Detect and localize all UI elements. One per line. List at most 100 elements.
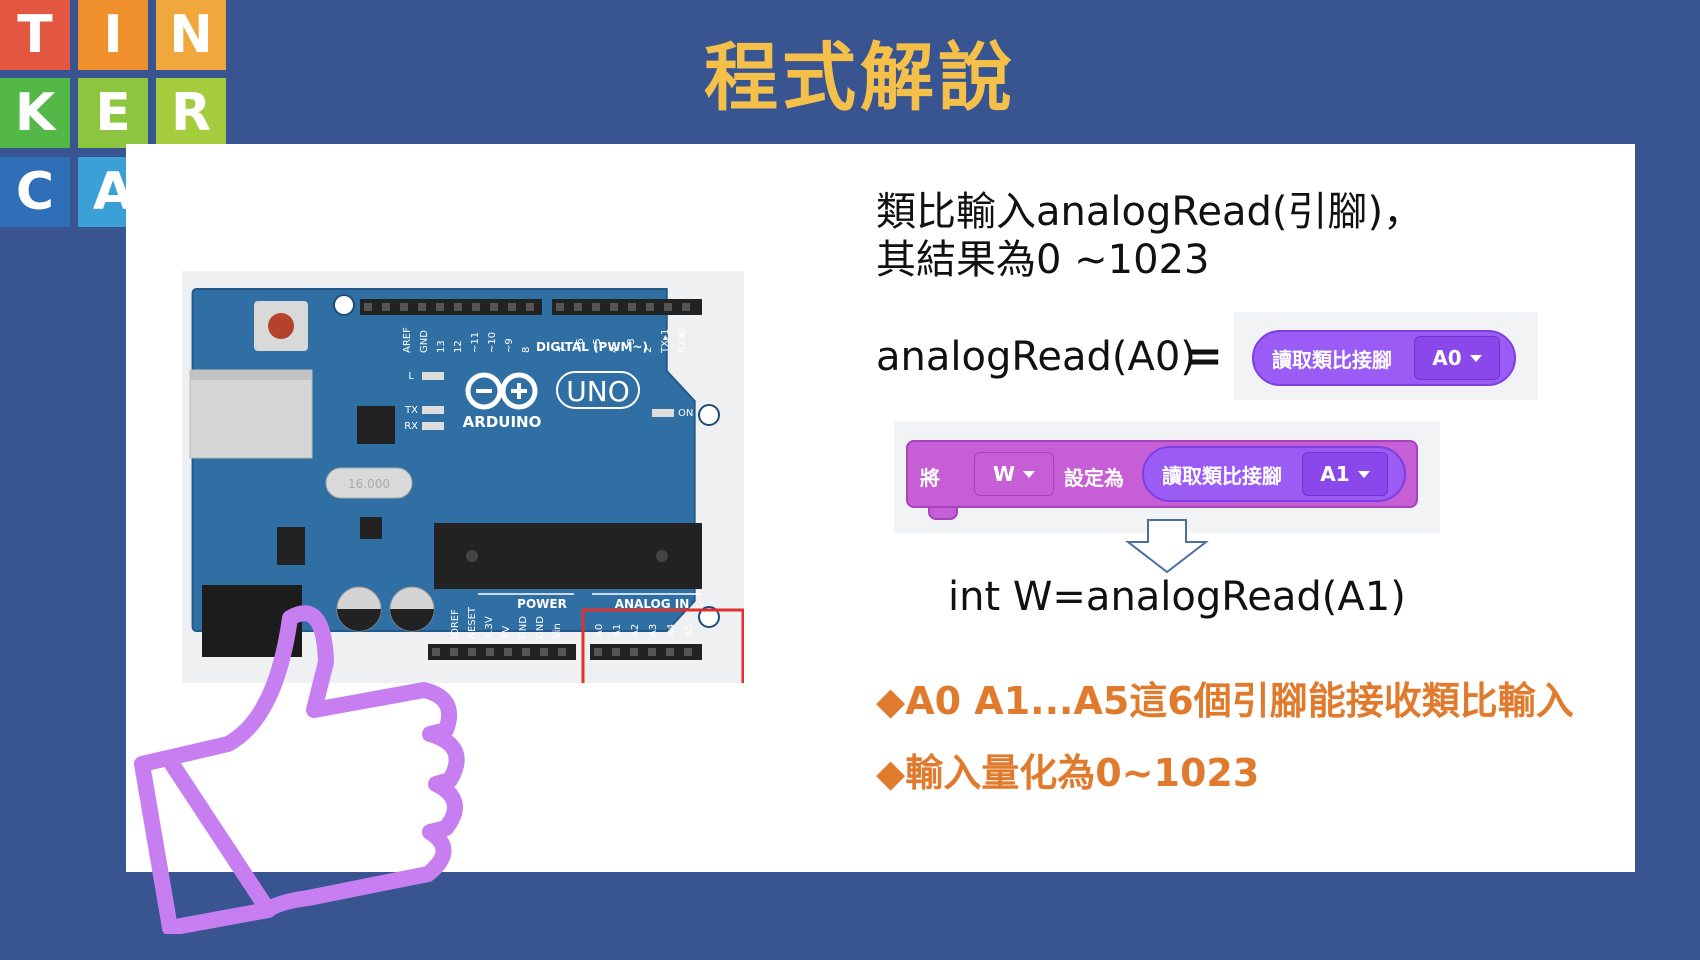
set-label: 將 <box>920 466 940 490</box>
analog-pin-label: A0 <box>594 624 605 637</box>
digital-pin-label: ~6 <box>575 338 586 353</box>
header-pin-hole <box>592 303 600 311</box>
header-pin-hole <box>468 648 476 656</box>
led-tx-label: TX <box>404 405 418 416</box>
logo-letter-r-5: R <box>156 78 226 148</box>
arduino-infinity-icon <box>465 372 538 410</box>
digital-pin-label: 7 <box>558 347 569 353</box>
analog-pin-label: A2 <box>630 624 641 637</box>
analog-header-label: ANALOG IN <box>615 597 690 611</box>
analog-pin-label: A3 <box>648 624 659 637</box>
analog-pin-label: A5 <box>684 624 695 637</box>
header-pin-hole <box>472 303 480 311</box>
header-pin-hole <box>432 648 440 656</box>
header-pin-hole <box>508 303 516 311</box>
thumbs-up-icon <box>134 605 465 934</box>
analog-pin-label: A4 <box>666 624 677 637</box>
header-pin-hole <box>486 648 494 656</box>
header-pin-hole <box>418 303 426 311</box>
digital-pin-label: RX◂0 <box>677 328 688 353</box>
power-pin-label: 3.3V <box>484 616 495 639</box>
header-pin-hole <box>630 648 638 656</box>
header-pin-hole <box>664 303 672 311</box>
led-l-label: L <box>408 371 414 382</box>
header-pin-hole <box>400 303 408 311</box>
header-pin-hole <box>628 303 636 311</box>
pin-dropdown-a0[interactable]: A0 <box>1414 336 1500 380</box>
analog-pins-highlight <box>581 608 744 683</box>
dropdown-caret-icon <box>1469 354 1482 362</box>
header-pin-hole <box>574 303 582 311</box>
digital-pin-label: 4 <box>609 347 620 353</box>
block-notch <box>928 508 958 520</box>
code-line: int W=analogRead(A1) <box>948 574 1406 620</box>
equation-left-text: analogRead(A0) <box>876 334 1196 380</box>
power-pin-label: RESET <box>467 606 478 639</box>
pin-dropdown-value: A0 <box>1432 346 1462 370</box>
bullet-item-2: ◆輸入量化為0~1023 <box>876 751 1260 795</box>
bullet-item-1: ◆A0 A1...A5這6個引腳能接收類比輸入 <box>876 679 1574 723</box>
pin-dropdown-a1[interactable]: A1 <box>1302 452 1388 496</box>
header-pin-hole <box>646 303 654 311</box>
pin-dropdown-value-a1: A1 <box>1320 462 1350 486</box>
header-pin-hole <box>450 648 458 656</box>
digital-pin-label: ~3 <box>626 338 637 353</box>
header-pin-hole <box>522 648 530 656</box>
logo-letter-e-4: E <box>78 78 148 148</box>
header-pin-hole <box>364 303 372 311</box>
header-pin-hole <box>682 303 690 311</box>
header-pin-hole <box>382 303 390 311</box>
led-rx-label: RX <box>404 421 418 432</box>
digital-pin-label: GND <box>419 330 430 353</box>
read-analog-pin-label-nested: 讀取類比接腳 <box>1162 463 1282 488</box>
digital-pin-label: ~11 <box>470 332 481 353</box>
digital-header-label: DIGITAL (PWM~) <box>536 340 648 354</box>
logo-letter-i-1: I <box>78 0 148 70</box>
header-pin-hole <box>594 648 602 656</box>
digital-pin-label: ~5 <box>592 338 603 353</box>
equation-sign: = <box>1186 331 1223 382</box>
power-pin-label: GND <box>518 616 529 639</box>
header-pin-hole <box>610 303 618 311</box>
logo-letter-c-6: C <box>0 157 70 227</box>
header-pin-hole <box>558 648 566 656</box>
uno-model-text: UNO <box>566 375 629 408</box>
crystal-label: 16.000 <box>348 477 390 491</box>
header-pin-hole <box>556 303 564 311</box>
power-pin-label: 5V <box>501 626 512 639</box>
digital-pin-label: 12 <box>453 340 464 353</box>
dropdown-caret-icon <box>1357 470 1370 478</box>
analog-pin-label: A1 <box>612 624 623 637</box>
power-header-label: POWER <box>517 597 567 611</box>
description-text: 類比輸入analogRead(引腳)， 其結果為0 ~1023 <box>876 188 1436 284</box>
digital-pin-label: ~10 <box>487 332 498 353</box>
power-pin-label: GND <box>535 616 546 639</box>
header-pin-hole <box>490 303 498 311</box>
logo-letter-t-0: T <box>0 0 70 70</box>
header-pin-hole <box>648 648 656 656</box>
variable-dropdown[interactable]: W <box>974 452 1054 496</box>
header-pin-hole <box>504 648 512 656</box>
digital-pin-label: ~9 <box>504 338 515 353</box>
digital-pin-label: 8 <box>521 347 532 353</box>
power-pin-label: IOREF <box>450 609 461 639</box>
header-pin-hole <box>526 303 534 311</box>
power-pin-label: Vin <box>552 623 563 639</box>
page-title: 程式解說 <box>704 35 1016 121</box>
variable-dropdown-value: W <box>992 462 1016 486</box>
header-pin-hole <box>454 303 462 311</box>
header-pin-hole <box>612 648 620 656</box>
arduino-brand-text: ARDUINO <box>463 413 542 431</box>
logo-letter-n-2: N <box>156 0 226 70</box>
header-pin-hole <box>666 648 674 656</box>
description-line-2: 其結果為0 ~1023 <box>876 237 1210 283</box>
read-analog-pin-label: 讀取類比接腳 <box>1272 347 1392 372</box>
header-pin-hole <box>436 303 444 311</box>
digital-pin-label: TX▸1 <box>660 329 671 354</box>
down-arrow-icon <box>1125 519 1209 574</box>
description-line-1: 類比輸入analogRead(引腳)， <box>876 189 1424 235</box>
arduino-uno-illustration: 16.000 L TX RX ON ARDUINO UNO DIGITAL (P… <box>189 288 744 683</box>
digital-pin-label: AREF <box>402 327 413 353</box>
header-pin-hole <box>684 648 692 656</box>
led-on-label: ON <box>678 408 693 419</box>
